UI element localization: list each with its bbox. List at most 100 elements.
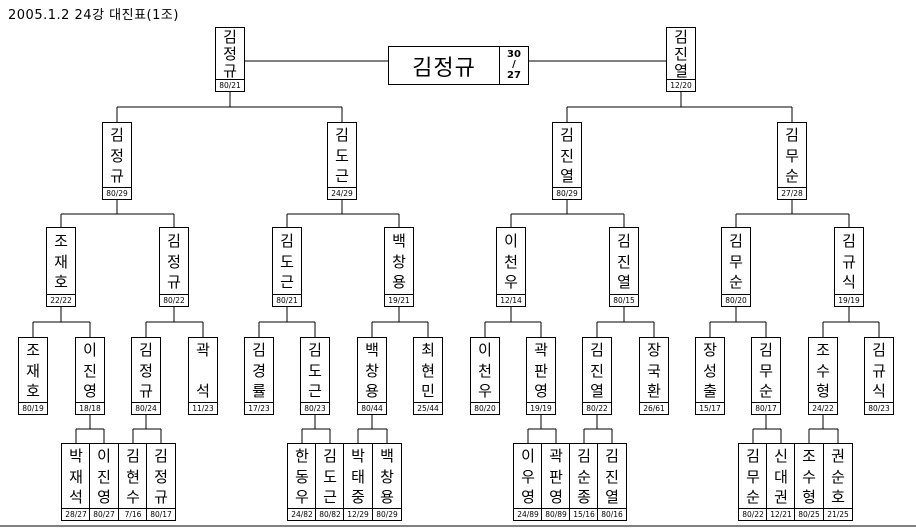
player-name-char: 영 — [521, 487, 535, 506]
player-name-char: 재 — [26, 361, 40, 380]
player-name-char: 도 — [323, 467, 337, 486]
player-name-char: 이 — [97, 447, 111, 466]
player-name-char: 동 — [295, 467, 309, 486]
player-name-char: 도 — [280, 252, 294, 271]
player-name-char: 곽 — [196, 341, 210, 360]
player-name-char: 수 — [816, 361, 830, 380]
player-name-char: 무 — [785, 146, 799, 165]
player-name-char: 김 — [617, 231, 631, 250]
player-name-char: 수 — [802, 467, 816, 486]
player-name-char: 김 — [590, 341, 604, 360]
player-score: 80/17 — [147, 508, 175, 520]
player-name-char: 근 — [308, 381, 322, 400]
player-score: 80/24 — [132, 402, 160, 414]
player-name-char: 순 — [759, 381, 773, 400]
player-name-char: 천 — [478, 361, 492, 380]
player-name-char: 권 — [774, 487, 788, 506]
player-score: 15/16 — [570, 508, 598, 520]
player-name-char: 식 — [872, 381, 886, 400]
player-name-char: 무 — [729, 252, 743, 271]
player-name-char: 호 — [26, 381, 40, 400]
player-name-char: 무 — [746, 467, 760, 486]
player-name-char: 권 — [831, 447, 845, 466]
player-name-char: 조 — [26, 341, 40, 360]
player-name-char: 재 — [69, 467, 83, 486]
player-name-char: 정 — [110, 146, 124, 165]
player-name-char: 곽 — [549, 447, 563, 466]
player-name-char: 김 — [110, 126, 124, 145]
player-name-char: 순 — [831, 467, 845, 486]
player-name-char: 창 — [392, 252, 406, 271]
player-name-char: 형 — [816, 381, 830, 400]
player-name-char: 김 — [126, 447, 140, 466]
player-score: 80/89 — [542, 508, 570, 520]
player-name-char: 열 — [605, 487, 619, 506]
player-name-char: 순 — [785, 166, 799, 185]
player-name-char: 현 — [126, 467, 140, 486]
champion-score-slash: / — [512, 59, 516, 71]
player-name-char: 김 — [280, 231, 294, 250]
player-name-char: 열 — [590, 381, 604, 400]
player-name-char: 김 — [167, 231, 181, 250]
player-name-char: 김 — [154, 447, 168, 466]
player-name-char: 영 — [97, 487, 111, 506]
player-name-char: 용 — [380, 487, 394, 506]
player-name-char: 백 — [392, 231, 406, 250]
player-name-char: 민 — [421, 381, 435, 400]
player-name-char: 조 — [816, 341, 830, 360]
champion-score-top: 30 — [507, 48, 521, 60]
player-name-char: 영 — [83, 381, 97, 400]
player-name-char: 규 — [110, 166, 124, 185]
player-name: 곽 석 — [189, 338, 217, 404]
player-score: 80/25 — [795, 508, 823, 520]
player-name-char: 정 — [167, 252, 181, 271]
player-name-char: 규 — [167, 273, 181, 292]
player-score: 80/15 — [610, 294, 638, 306]
player-score: 12/29 — [344, 508, 372, 520]
player-name-char: 김 — [759, 341, 773, 360]
player-name-char: 김 — [605, 447, 619, 466]
player-score: 21/25 — [824, 508, 852, 520]
player-name-char: 박 — [351, 447, 365, 466]
player-score: 26/61 — [640, 402, 668, 414]
player-score: 80/17 — [752, 402, 780, 414]
player-name-char: 우 — [504, 273, 518, 292]
player-name-char: 식 — [842, 273, 856, 292]
champion-score-bottom: 27 — [507, 69, 521, 81]
player-score: 80/22 — [160, 294, 188, 306]
player-name-char: 곽 — [534, 341, 548, 360]
player-name-char: 국 — [647, 361, 661, 380]
player-name-char: 박 — [69, 447, 83, 466]
